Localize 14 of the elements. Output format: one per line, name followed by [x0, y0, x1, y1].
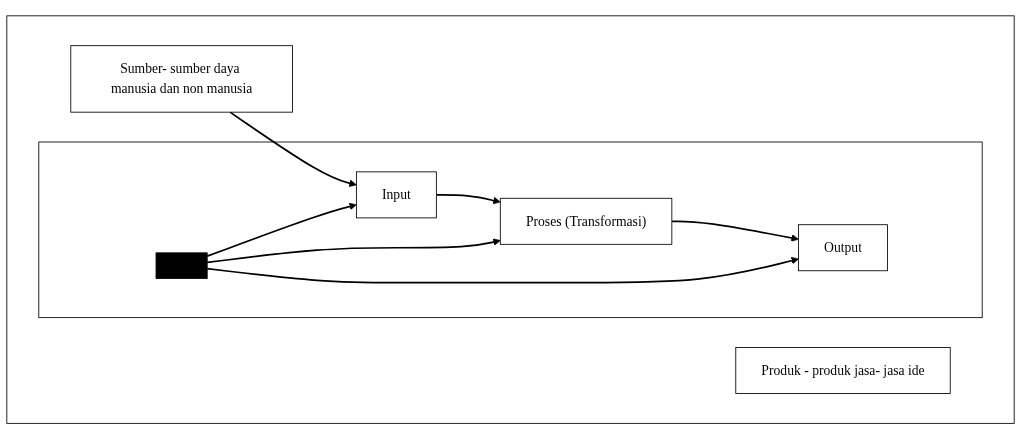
- arrow: [229, 111, 357, 187]
- node-box: Output: [798, 224, 888, 272]
- cluster: [6, 15, 1015, 424]
- node-box: Sumber- sumber daya manusia dan non manusia: [70, 45, 293, 113]
- arrow: [206, 202, 357, 257]
- arrow: [206, 238, 501, 264]
- cluster: [38, 141, 983, 318]
- node-bar: [155, 252, 208, 279]
- node-box: Produk - produk jasa- jasa ide: [735, 346, 951, 394]
- arrow: [671, 220, 799, 242]
- arrow: [206, 256, 799, 284]
- arrow: [435, 193, 501, 205]
- node-box: Input: [355, 171, 437, 219]
- node-box: Proses (Transformasi): [499, 197, 673, 245]
